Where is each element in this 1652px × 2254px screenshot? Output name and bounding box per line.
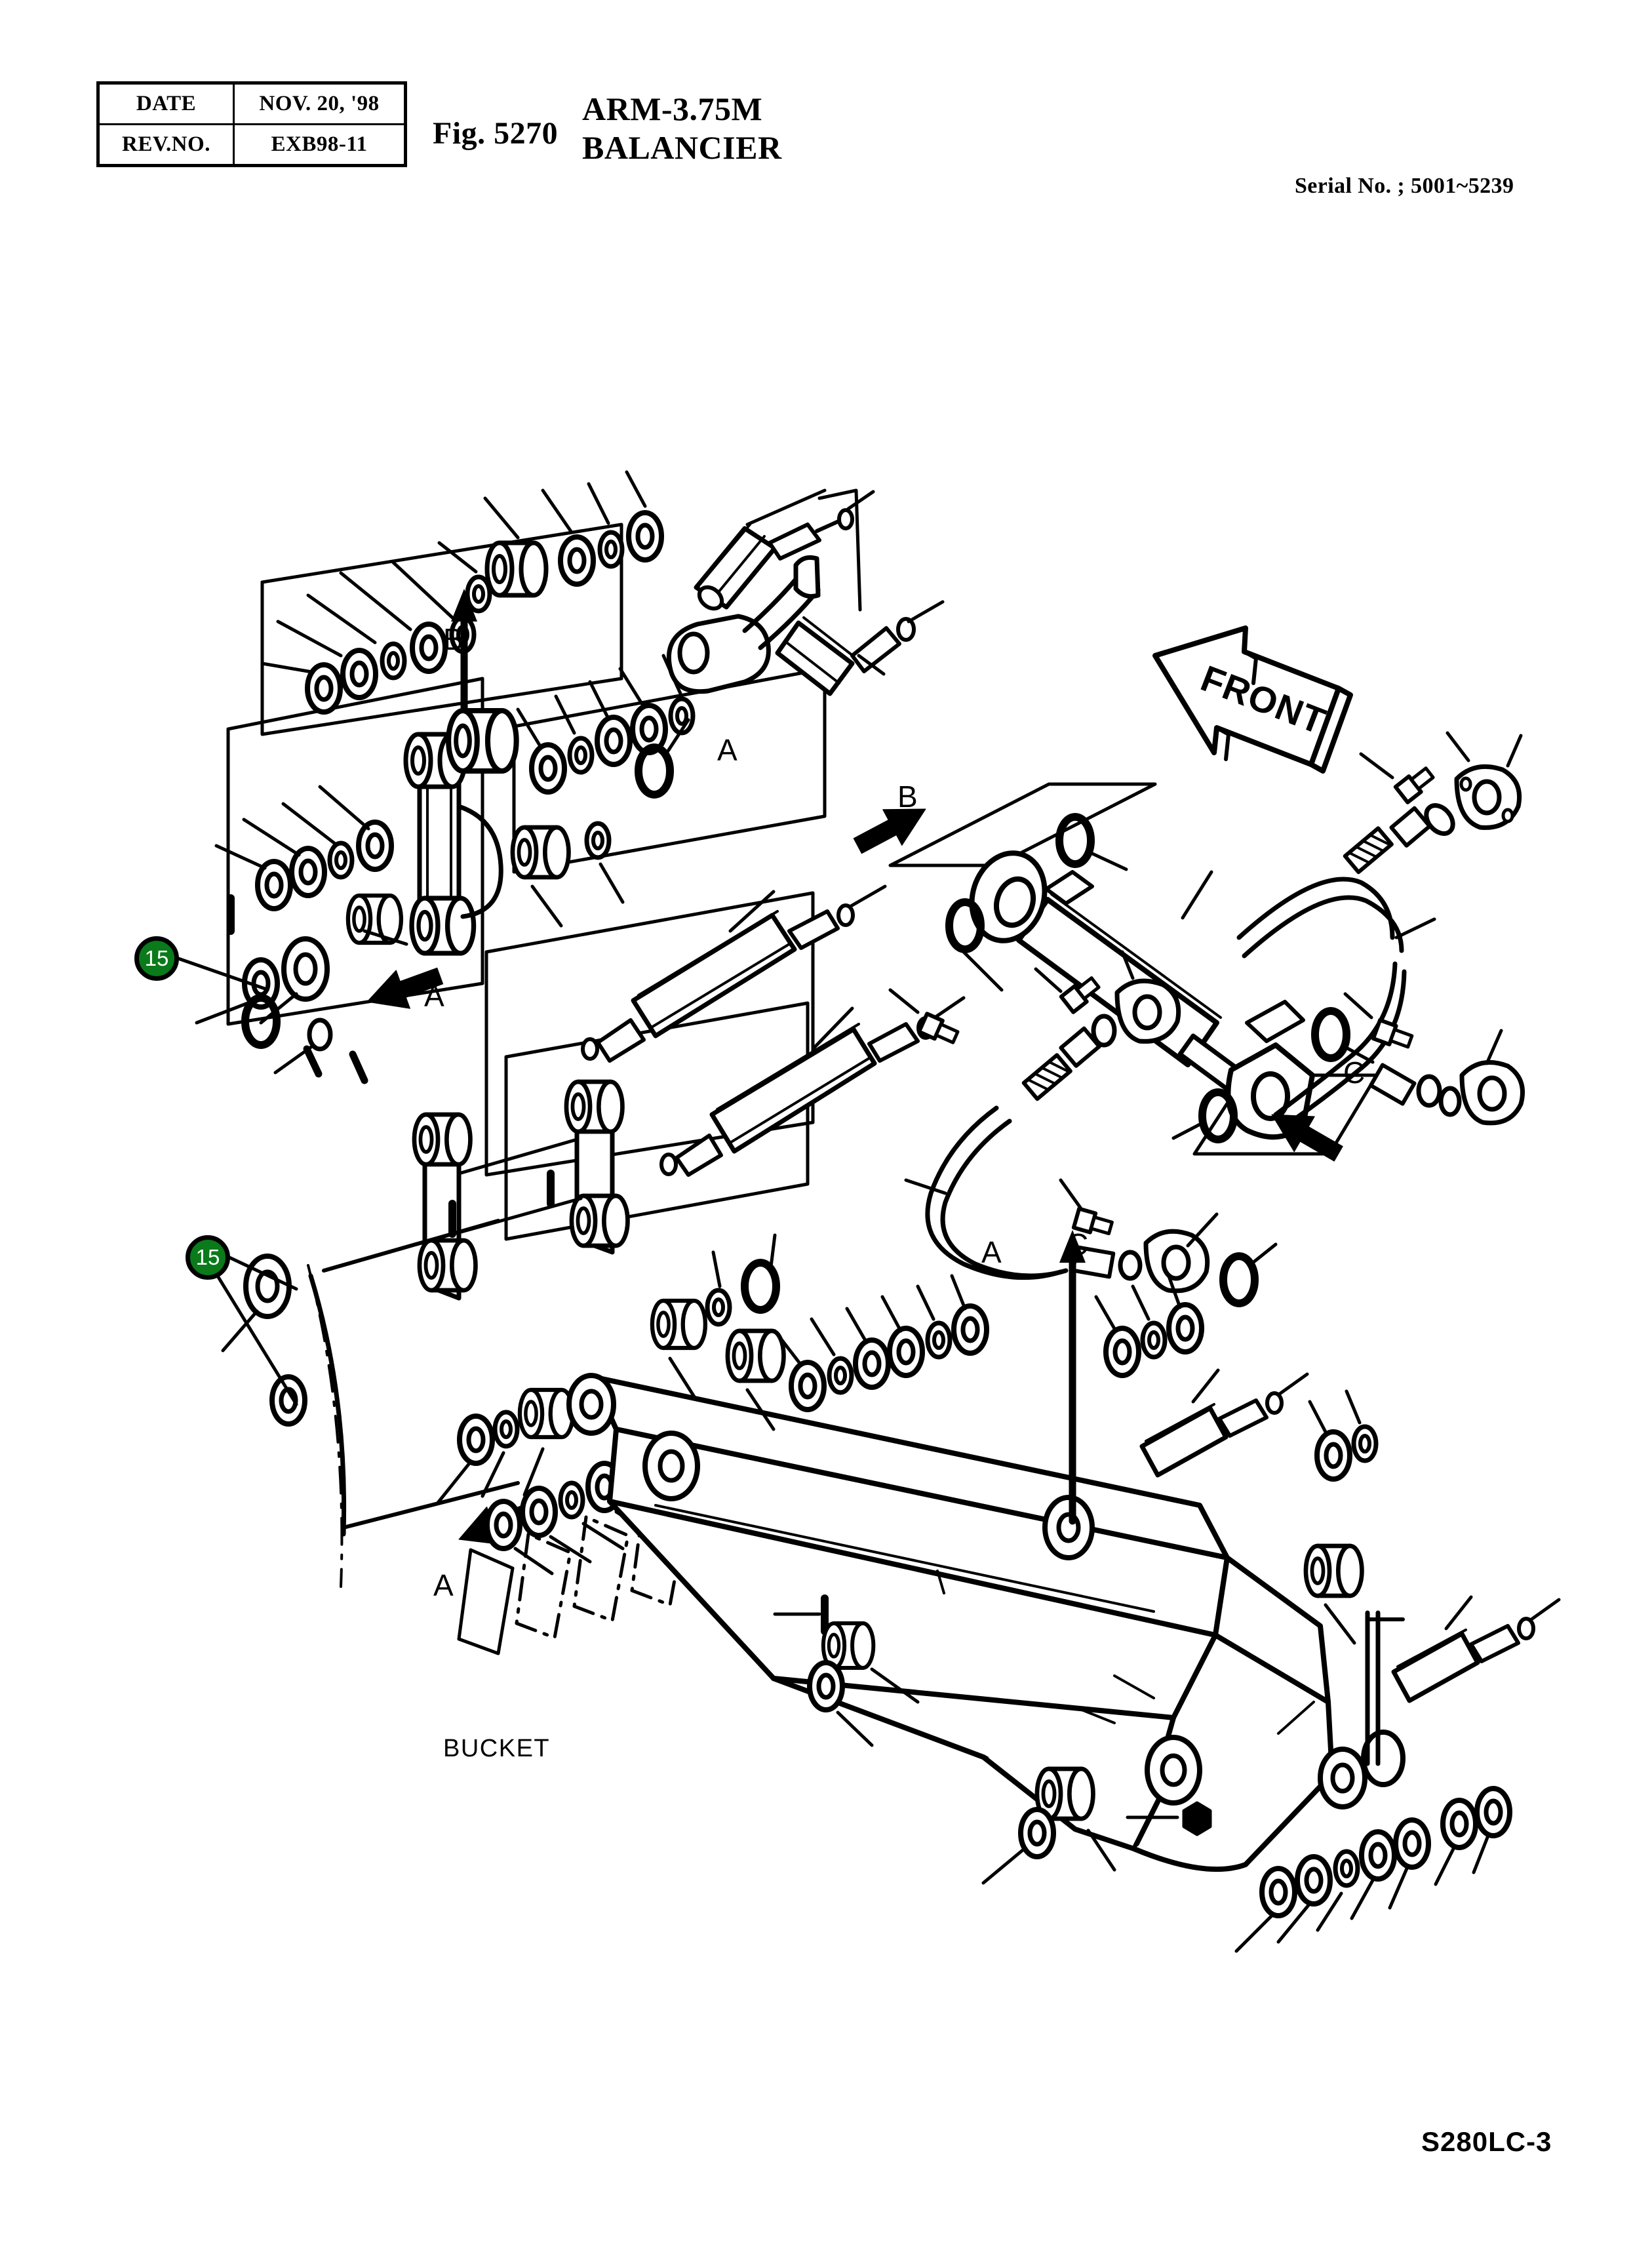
- section-label-a-bucket: A: [433, 1568, 454, 1602]
- drawing-header: DATE NOV. 20, '98 REV.NO. EXB98-11 Fig. …: [0, 0, 1652, 236]
- callout-bubble-15-upper[interactable]: 15: [134, 936, 179, 981]
- date-value: NOV. 20, '98: [233, 82, 406, 125]
- section-label-a-arm: A: [981, 1235, 1002, 1269]
- section-label-c-cylinder: C: [1343, 1056, 1366, 1090]
- section-label-b-upper-left: B: [443, 622, 463, 656]
- callout-bubble-15-lower[interactable]: 15: [186, 1235, 230, 1280]
- date-label: DATE: [97, 82, 235, 125]
- rev-no-value: EXB98-11: [233, 123, 406, 167]
- model-code-footer: S280LC-3: [1421, 2126, 1552, 2157]
- callout-number: 15: [195, 1245, 220, 1269]
- section-label-a-left-link: A: [424, 979, 444, 1013]
- figure-number: Fig. 5270: [433, 116, 559, 151]
- section-label-a-upper-mid: A: [717, 733, 738, 767]
- section-label-c-arm: C: [1067, 1227, 1089, 1261]
- page-title: ARM-3.75M BALANCIER: [582, 90, 782, 167]
- serial-number-range: Serial No. ; 5001~5239: [1295, 174, 1514, 198]
- bucket-caption: BUCKET: [443, 1735, 551, 1762]
- callout-number: 15: [144, 946, 169, 970]
- section-label-b-cylinder: B: [897, 780, 918, 814]
- title-line-english: ARM-3.75M: [582, 90, 763, 127]
- table-row: DATE NOV. 20, '98: [97, 82, 406, 125]
- title-line-french: BALANCIER: [582, 129, 782, 166]
- revision-table: DATE NOV. 20, '98 REV.NO. EXB98-11: [96, 81, 407, 167]
- rev-no-label: REV.NO.: [97, 123, 235, 167]
- table-row: REV.NO. EXB98-11: [97, 123, 406, 167]
